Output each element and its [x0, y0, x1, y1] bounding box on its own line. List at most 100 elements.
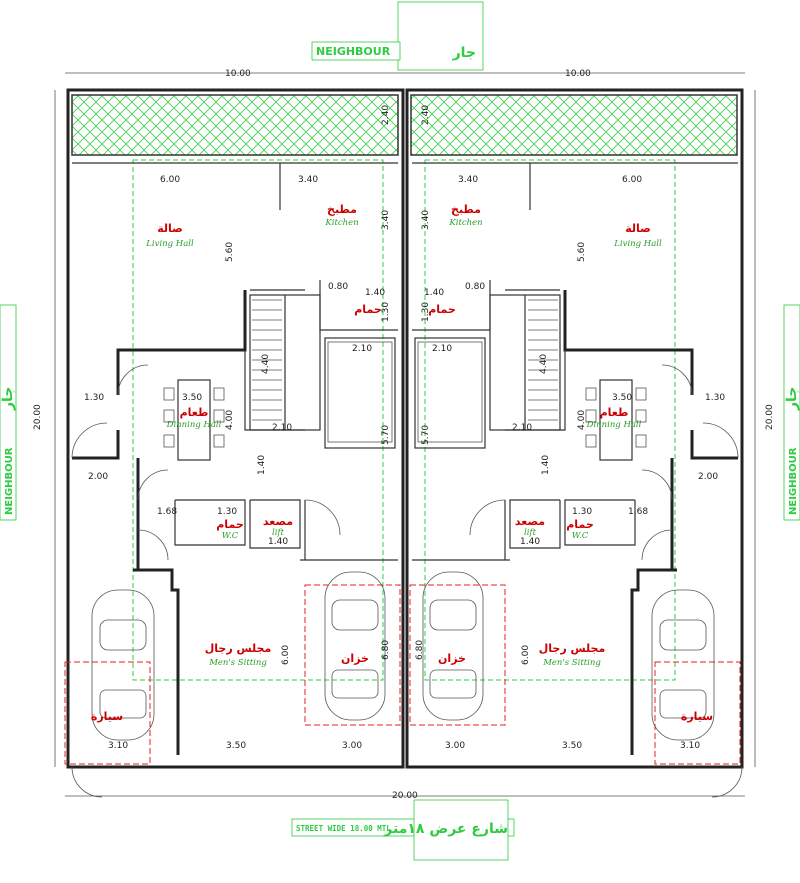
room-majlis-ar-left: مجلس رجال [205, 642, 272, 655]
svg-text:3.00: 3.00 [445, 741, 465, 751]
room-lift-en-right: lift [524, 528, 537, 538]
unit-right-walls [405, 88, 744, 769]
neighbour-right-frame [783, 304, 800, 521]
svg-text:1.30: 1.30 [705, 393, 725, 403]
room-car-ar-left: سيارة [91, 710, 123, 723]
room-living-en-right: Living Hall [613, 239, 662, 249]
stairs-left [249, 294, 321, 431]
svg-text:3.50: 3.50 [562, 741, 582, 751]
svg-text:3.50: 3.50 [612, 393, 632, 403]
svg-text:1.40: 1.40 [365, 288, 385, 298]
dining-table-left [163, 379, 225, 461]
room-wc-ar-right: حمام [566, 518, 594, 531]
svg-text:3.10: 3.10 [108, 741, 128, 751]
parking-left-zone [64, 661, 151, 765]
svg-text:3.40: 3.40 [381, 210, 391, 230]
top-dim-left: 10.00 [225, 69, 251, 79]
svg-text:6.00: 6.00 [281, 645, 291, 665]
street-label-en: STREET WIDE 18.00 MTL [296, 824, 391, 833]
svg-text:5.70: 5.70 [421, 425, 431, 445]
svg-text:4.40: 4.40 [261, 354, 271, 374]
room-wc-ar-top-right: حمام [428, 303, 456, 316]
interior-walls-right [412, 162, 738, 755]
neighbour-top-en-box [311, 41, 401, 61]
stair-core-left [327, 341, 393, 443]
room-majlis-ar-right: مجلس رجال [539, 642, 606, 655]
dining-table-right [585, 379, 647, 461]
svg-text:6.00: 6.00 [622, 175, 642, 185]
neighbour-right-ar: جار [784, 387, 800, 411]
room-wc-en-right: W.C [572, 531, 589, 541]
svg-text:1.40: 1.40 [257, 455, 267, 475]
svg-text:6.80: 6.80 [381, 640, 391, 660]
room-wc-ar-top-left: حمام [354, 303, 382, 316]
svg-text:1.30: 1.30 [572, 507, 592, 517]
svg-text:3.50: 3.50 [226, 741, 246, 751]
room-wc-en-left: W.C [222, 531, 239, 541]
neighbour-top-en: NEIGHBOUR [316, 45, 391, 58]
svg-text:5.60: 5.60 [225, 242, 235, 262]
parking-right-zone [654, 661, 741, 765]
bottom-total-dim: 20.00 [392, 791, 418, 801]
room-lift-ar-left: مصعد [263, 515, 293, 528]
svg-text:1.40: 1.40 [541, 455, 551, 475]
right-depth-dim: 20.00 [765, 404, 775, 430]
svg-text:3.40: 3.40 [298, 175, 318, 185]
svg-text:3.00: 3.00 [342, 741, 362, 751]
svg-text:1.30: 1.30 [421, 302, 431, 322]
room-dining-ar-right: طعام [600, 406, 629, 419]
neighbour-left-en: NEIGHBOUR [4, 447, 15, 515]
svg-text:1.68: 1.68 [157, 507, 177, 517]
svg-text:2.00: 2.00 [698, 472, 718, 482]
svg-text:4.00: 4.00 [225, 410, 235, 430]
svg-text:6.80: 6.80 [415, 640, 425, 660]
stairs-right [489, 294, 561, 431]
room-majlis-en-right: Men's Sitting [542, 658, 601, 668]
dimension-labels-right: 6.00 3.40 5.60 3.40 2.40 0.80 1.40 1.30 … [415, 105, 725, 751]
room-dining-en-left: Dinning Hall [166, 420, 222, 430]
svg-text:1.40: 1.40 [268, 537, 288, 547]
svg-text:3.40: 3.40 [458, 175, 478, 185]
dimension-labels-left: 6.00 3.40 5.60 3.40 2.40 0.80 1.40 1.30 … [84, 105, 391, 751]
room-majlis-en-left: Men's Sitting [208, 658, 267, 668]
neighbour-right-en: NEIGHBOUR [788, 447, 799, 515]
tank-right-zone [409, 584, 506, 726]
room-car-ar-right: سيارة [681, 710, 713, 723]
room-dining-en-right: Dinning Hall [586, 420, 642, 430]
room-lift-ar-right: مصعد [515, 515, 545, 528]
room-living-en-left: Living Hall [145, 239, 194, 249]
svg-text:1.68: 1.68 [628, 507, 648, 517]
room-kitchen-ar-left: مطبخ [327, 203, 357, 216]
svg-text:2.40: 2.40 [381, 105, 391, 125]
svg-text:3.50: 3.50 [182, 393, 202, 403]
room-tank-ar-left: خزان [341, 652, 369, 665]
top-dim-right: 10.00 [565, 69, 591, 79]
left-depth-dim: 20.00 [33, 404, 43, 430]
svg-text:5.60: 5.60 [577, 242, 587, 262]
svg-text:4.00: 4.00 [577, 410, 587, 430]
room-kitchen-en-right: Kitchen [448, 218, 482, 228]
svg-text:1.30: 1.30 [217, 507, 237, 517]
room-kitchen-en-left: Kitchen [324, 218, 358, 228]
svg-text:1.30: 1.30 [381, 302, 391, 322]
garden-left [71, 94, 399, 156]
svg-text:0.80: 0.80 [328, 282, 348, 292]
svg-text:3.40: 3.40 [421, 210, 431, 230]
svg-text:6.00: 6.00 [160, 175, 180, 185]
neighbour-left-frame [0, 304, 17, 521]
svg-text:2.10: 2.10 [272, 423, 292, 433]
svg-text:2.40: 2.40 [421, 105, 431, 125]
svg-text:2.10: 2.10 [432, 344, 452, 354]
room-dining-ar-left: طعام [180, 406, 209, 419]
car-icon [91, 571, 715, 741]
street-label-ar: شارع عرض ١٨متر [383, 821, 508, 837]
stair-core-right [417, 341, 483, 443]
svg-text:2.10: 2.10 [352, 344, 372, 354]
interior-walls-left [72, 162, 398, 755]
room-kitchen-ar-right: مطبخ [451, 203, 481, 216]
svg-text:4.40: 4.40 [539, 354, 549, 374]
svg-text:1.40: 1.40 [424, 288, 444, 298]
neighbour-top-ar: جار [452, 45, 476, 61]
svg-text:2.10: 2.10 [512, 423, 532, 433]
